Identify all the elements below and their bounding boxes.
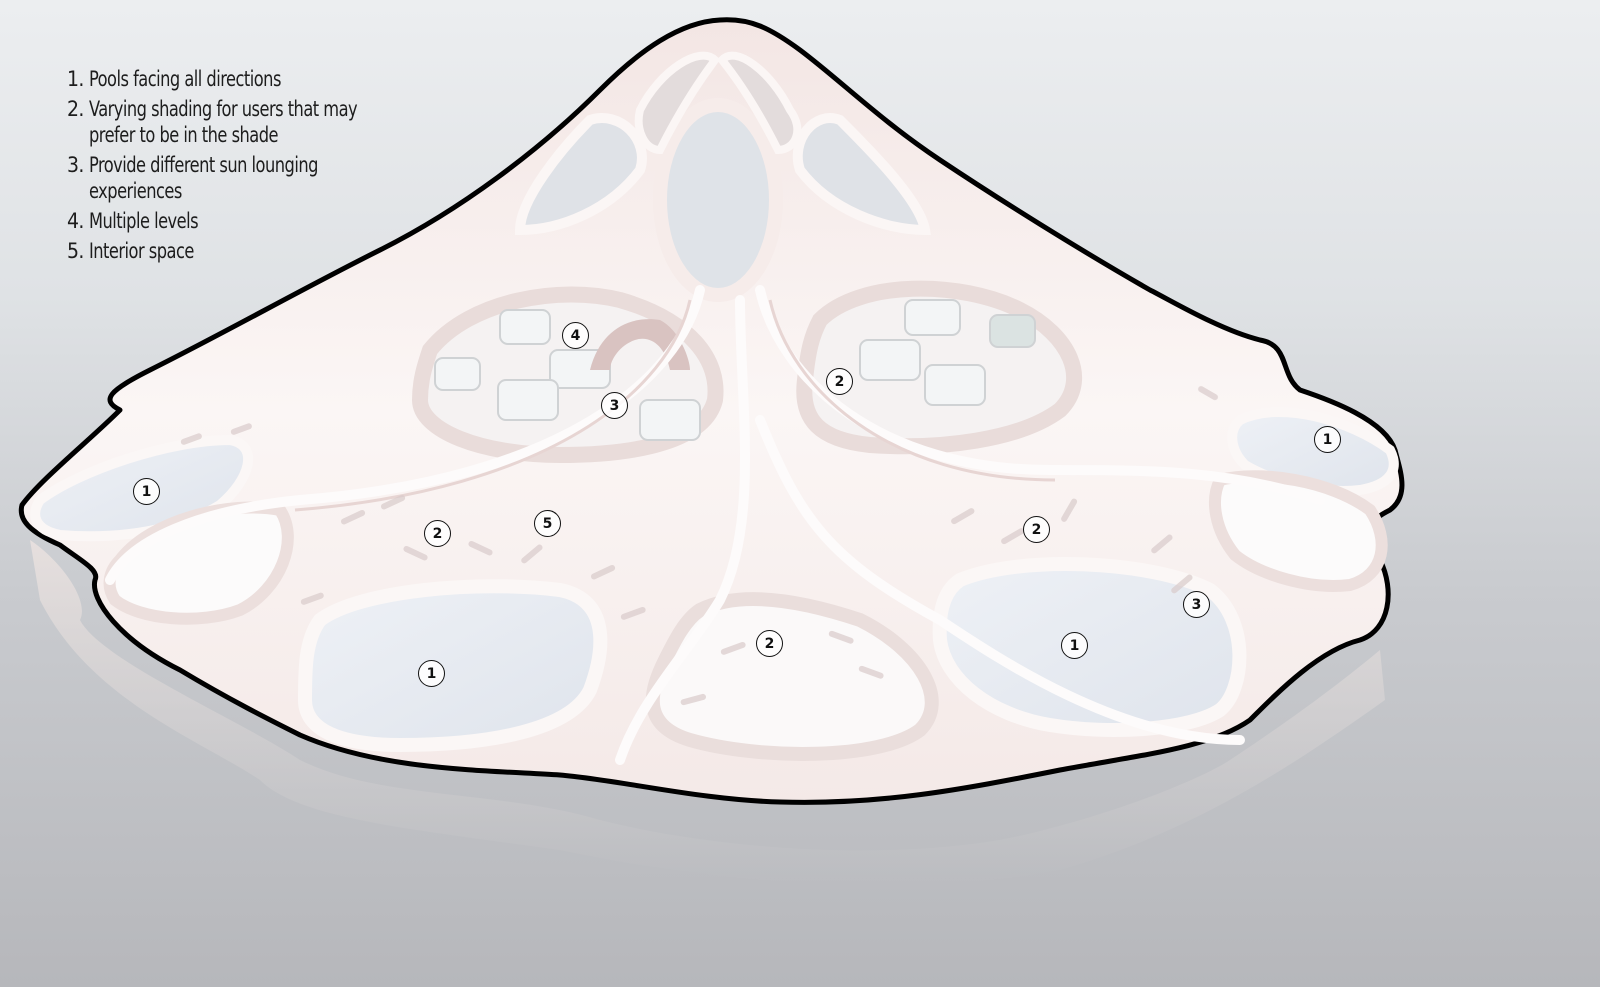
callout-marker-shading: 2 — [1023, 516, 1050, 543]
sun-loungers — [180, 386, 1218, 706]
structural-ribs — [105, 285, 1325, 765]
legend: 1. Pools facing all directions 2. Varyin… — [67, 66, 487, 268]
callout-marker-shading: 2 — [756, 630, 783, 657]
legend-number: 3. — [67, 153, 84, 177]
interior-arch — [590, 319, 690, 370]
legend-item-sun-lounging: 3. Provide different sun lounging experi… — [67, 152, 487, 204]
deck-center-bottom — [645, 592, 939, 761]
callout-marker-sun-lounging: 3 — [1183, 591, 1210, 618]
callout-marker-shading: 2 — [424, 520, 451, 547]
legend-number: 4. — [67, 209, 84, 233]
base-reflection — [30, 540, 1385, 885]
legend-text: Varying shading for users that may prefe… — [89, 97, 358, 147]
legend-number: 5. — [67, 239, 84, 263]
legend-item-interior-space: 5. Interior space — [67, 238, 487, 264]
upper-right-opening — [792, 113, 931, 236]
legend-item-pools: 1. Pools facing all directions — [67, 66, 487, 92]
canopy-pavilions — [434, 299, 1036, 441]
callout-marker-multiple-levels: 4 — [562, 322, 589, 349]
legend-number: 1. — [67, 67, 84, 91]
legend-text: Pools facing all directions — [89, 67, 281, 91]
top-oval-opening — [653, 98, 783, 302]
pool-lower-left — [297, 579, 608, 753]
legend-text: Interior space — [89, 239, 194, 263]
upper-left-opening — [514, 113, 647, 236]
legend-number: 2. — [67, 97, 84, 121]
legend-item-shading: 2. Varying shading for users that may pr… — [67, 96, 487, 148]
pool-lower-right — [932, 557, 1247, 737]
rib-shadows — [294, 299, 1056, 512]
callout-marker-pool: 1 — [418, 660, 445, 687]
top-lobe-left — [634, 51, 721, 155]
callout-marker-shading: 2 — [826, 368, 853, 395]
legend-text: Provide different sun lounging experienc… — [89, 153, 318, 203]
callout-marker-pool: 1 — [1061, 632, 1088, 659]
callout-marker-interior-space: 5 — [534, 510, 561, 537]
legend-item-multiple-levels: 4. Multiple levels — [67, 208, 487, 234]
deck-right-middle — [1209, 470, 1388, 592]
top-lobe-right — [716, 51, 802, 155]
callout-marker-pool: 1 — [1314, 426, 1341, 453]
callout-marker-sun-lounging: 3 — [601, 392, 628, 419]
legend-text: Multiple levels — [89, 209, 199, 233]
callout-marker-pool: 1 — [133, 478, 160, 505]
